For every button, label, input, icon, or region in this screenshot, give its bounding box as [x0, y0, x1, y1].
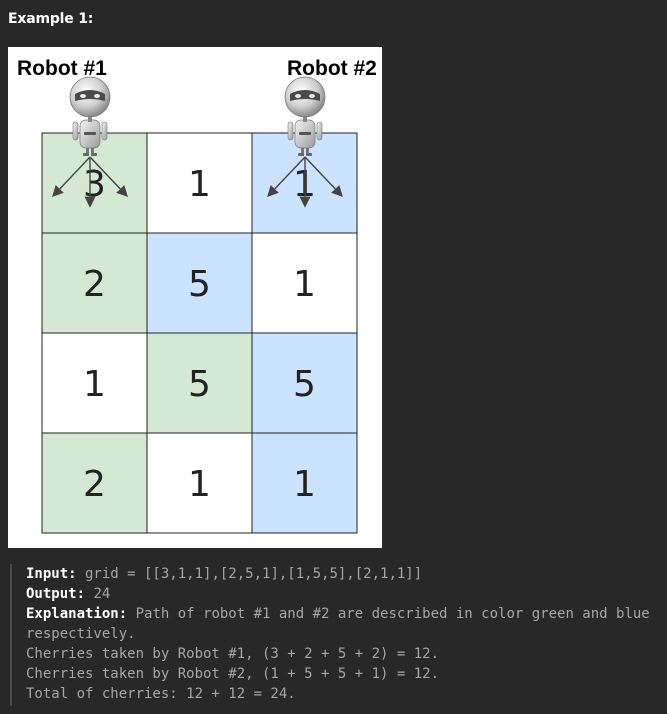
output-label: Output: — [26, 586, 86, 602]
robot-2-cherries-line: Cherries taken by Robot #2, (1 + 5 + 5 +… — [26, 666, 440, 682]
grid-cell-value: 1 — [293, 264, 316, 305]
grid-cell-value: 3 — [83, 164, 106, 205]
robot-1-label: Robot #1 — [17, 57, 107, 80]
grid-cell-value: 1 — [188, 464, 211, 505]
grid-cell: 1 — [251, 232, 358, 334]
grid-cell: 5 — [146, 232, 253, 334]
example-heading: Example 1: — [8, 11, 94, 27]
robot-1-arrows — [52, 156, 128, 208]
explanation-text: Path of robot #1 and #2 are described in… — [26, 606, 659, 642]
arrow-down-left-icon — [52, 156, 91, 198]
grid-cell-value: 2 — [83, 464, 106, 505]
grid-cell-bg — [41, 132, 148, 234]
grid-cell-value: 1 — [293, 464, 316, 505]
grid-cell-bg — [41, 432, 148, 534]
robot-1-cherries-line: Cherries taken by Robot #1, (3 + 2 + 5 +… — [26, 646, 440, 662]
grid-cell-bg — [146, 232, 253, 334]
robot-2-icon — [284, 76, 326, 156]
explanation-line: Explanation: Path of robot #1 and #2 are… — [26, 604, 660, 644]
grid-cell-value: 2 — [83, 264, 106, 305]
output-line: Output: 24 — [26, 584, 660, 604]
input-label: Input: — [26, 566, 77, 582]
grid-cell: 1 — [251, 432, 358, 534]
grid-cell-bg — [251, 332, 358, 434]
grid-cell-value: 5 — [188, 364, 211, 405]
output-value: 24 — [85, 586, 111, 602]
grid-cell-bg — [41, 232, 148, 334]
input-line: Input: grid = [[3,1,1],[2,5,1],[1,5,5],[… — [26, 564, 660, 584]
grid-cell-value: 1 — [83, 364, 106, 405]
grid-cell-bg — [146, 432, 253, 534]
grid-cell: 1 — [146, 132, 253, 234]
grid-cell: 3 — [41, 132, 148, 234]
grid-cell: 5 — [251, 332, 358, 434]
arrow-down-left-icon — [267, 156, 306, 198]
grid-cell-value: 1 — [188, 164, 211, 205]
robot-1-icon — [69, 76, 111, 156]
grid-cell: 1 — [41, 332, 148, 434]
grid-cell-bg — [41, 332, 148, 434]
grid-cell-value: 5 — [293, 364, 316, 405]
example-explanation: Input: grid = [[3,1,1],[2,5,1],[1,5,5],[… — [10, 564, 660, 706]
robot-2-label: Robot #2 — [287, 57, 377, 80]
grid-cell: 5 — [146, 332, 253, 434]
grid-cell-value: 5 — [188, 264, 211, 305]
grid-cell-bg — [251, 432, 358, 534]
grid-cell: 2 — [41, 232, 148, 334]
explanation-label: Explanation: — [26, 606, 128, 622]
grid-cell-bg — [251, 232, 358, 334]
arrow-down-right-icon — [304, 156, 343, 198]
robot-2-arrows — [267, 156, 343, 208]
grid-cell: 1 — [146, 432, 253, 534]
total-cherries-line: Total of cherries: 12 + 12 = 24. — [26, 686, 296, 702]
input-value: grid = [[3,1,1],[2,5,1],[1,5,5],[2,1,1]] — [76, 566, 423, 582]
arrow-down-right-icon — [89, 156, 128, 198]
grid-cell: 2 — [41, 432, 148, 534]
